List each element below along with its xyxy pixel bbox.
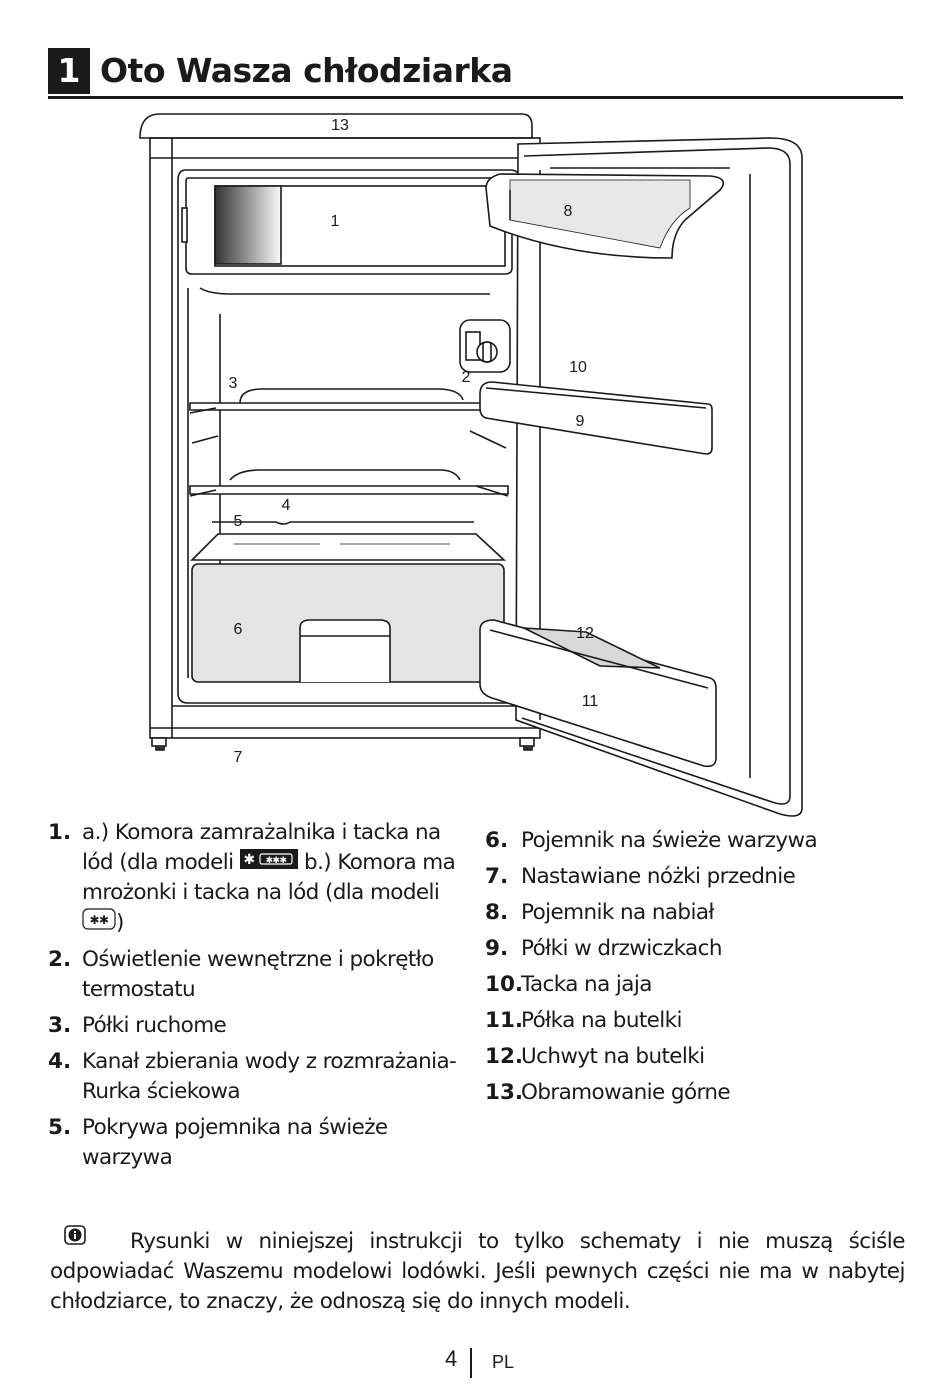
label-5: 5 bbox=[234, 513, 243, 530]
section-heading: 1 Oto Wasza chłodziarka bbox=[48, 46, 903, 99]
section-title: Oto Wasza chłodziarka bbox=[100, 51, 513, 90]
item-text: Obramowanie górne bbox=[521, 1080, 731, 1105]
label-1: 1 bbox=[331, 213, 340, 230]
list-item: 10. Tacka na jaja bbox=[485, 970, 915, 1000]
item-text-c: ) bbox=[116, 910, 124, 936]
item-number: 10. bbox=[485, 972, 524, 997]
item-number: 1. bbox=[48, 820, 72, 845]
item-text-b: b.) Komora ma mrożonki i tacka na lód (d… bbox=[82, 850, 456, 905]
shelf-2 bbox=[189, 485, 509, 495]
item-text: Tacka na jaja bbox=[521, 972, 652, 997]
footer-divider bbox=[470, 1348, 472, 1378]
crisper-cover bbox=[190, 533, 507, 561]
svg-text:✱: ✱ bbox=[243, 852, 254, 868]
parts-list-left: 1. a.) Komora zamrażalnika i tacka na ló… bbox=[48, 818, 468, 1179]
list-item: 2. Oświetlenie wewnętrzne i pokrętło ter… bbox=[48, 945, 468, 1005]
shelf-1 bbox=[189, 402, 509, 411]
language-code: PL bbox=[492, 1352, 515, 1372]
label-4: 4 bbox=[282, 497, 291, 514]
svg-text:✱✱✱: ✱✱✱ bbox=[265, 856, 286, 866]
item-number: 13. bbox=[485, 1080, 524, 1105]
item-text: Kanał zbierania wody z rozmrażania- Rurk… bbox=[82, 1049, 457, 1104]
info-icon bbox=[64, 1224, 86, 1245]
item-number: 3. bbox=[48, 1013, 72, 1038]
item-text: Pojemnik na świeże warzywa bbox=[521, 828, 818, 853]
note-text: Rysunki w niniejszej instrukcji to tylko… bbox=[50, 1229, 906, 1314]
list-item: 7. Nastawiane nóżki przednie bbox=[485, 862, 915, 892]
item-number: 12. bbox=[485, 1044, 524, 1069]
item-text: Półki ruchome bbox=[82, 1013, 227, 1038]
list-item: 1. a.) Komora zamrażalnika i tacka na ló… bbox=[48, 818, 468, 939]
list-item: 4. Kanał zbierania wody z rozmrażania- R… bbox=[48, 1047, 468, 1107]
item-number: 11. bbox=[485, 1008, 524, 1033]
page-footer: 4 PL bbox=[0, 1344, 950, 1384]
list-item: 5. Pokrywa pojemnika na świeże warzywa bbox=[48, 1113, 468, 1173]
label-9: 9 bbox=[576, 413, 585, 430]
item-number: 2. bbox=[48, 947, 72, 972]
item-text: Uchwyt na butelki bbox=[521, 1044, 705, 1069]
item-text: Nastawiane nóżki przednie bbox=[521, 864, 796, 889]
label-11: 11 bbox=[582, 693, 599, 710]
label-12: 12 bbox=[576, 625, 594, 642]
label-13: 13 bbox=[331, 117, 349, 134]
top-trim bbox=[139, 113, 533, 139]
item-number: 4. bbox=[48, 1049, 72, 1074]
label-2: 2 bbox=[462, 369, 471, 386]
parts-list-right: 6. Pojemnik na świeże warzywa 7. Nastawi… bbox=[485, 826, 915, 1114]
list-item: 13. Obramowanie górne bbox=[485, 1078, 915, 1108]
item-text: Pokrywa pojemnika na świeże warzywa bbox=[82, 1115, 388, 1170]
label-8: 8 bbox=[564, 203, 573, 220]
section-number: 1 bbox=[48, 48, 90, 94]
item-number: 9. bbox=[485, 936, 509, 961]
two-star-freezer-icon: ✱✱ bbox=[82, 908, 116, 939]
item-text: Pojemnik na nabiał bbox=[521, 900, 715, 925]
list-item: 6. Pojemnik na świeże warzywa bbox=[485, 826, 915, 856]
label-3: 3 bbox=[229, 375, 238, 392]
item-number: 6. bbox=[485, 828, 509, 853]
item-number: 5. bbox=[48, 1115, 72, 1140]
list-item: 3. Półki ruchome bbox=[48, 1011, 468, 1041]
info-note: Rysunki w niniejszej instrukcji to tylko… bbox=[50, 1224, 906, 1317]
label-6: 6 bbox=[234, 621, 243, 638]
item-text: Półki w drzwiczkach bbox=[521, 936, 722, 961]
item-number: 8. bbox=[485, 900, 509, 925]
three-star-freezer-icon: ✱ ✱✱✱ bbox=[239, 848, 298, 878]
list-item: 9. Półki w drzwiczkach bbox=[485, 934, 915, 964]
list-item: 11. Półka na butelki bbox=[485, 1006, 915, 1036]
svg-text:✱✱: ✱✱ bbox=[90, 913, 109, 927]
page-number: 4 bbox=[445, 1346, 458, 1371]
item-text: Półka na butelki bbox=[521, 1008, 683, 1033]
list-item: 12. Uchwyt na butelki bbox=[485, 1042, 915, 1072]
bottle-shelf bbox=[479, 619, 717, 768]
item-text-a: a.) Komora zamrażalnika i tacka na lód (… bbox=[82, 820, 441, 875]
item-text: Oświetlenie wewnętrzne i pokrętło termos… bbox=[82, 947, 434, 1002]
fridge-diagram: 13 1 8 10 3 2 9 4 5 6 12 11 7 bbox=[130, 108, 820, 818]
item-number: 7. bbox=[485, 864, 509, 889]
drain-channel bbox=[212, 521, 474, 525]
label-10: 10 bbox=[569, 359, 587, 376]
door-shelf bbox=[479, 381, 713, 455]
list-item: 8. Pojemnik na nabiał bbox=[485, 898, 915, 928]
label-7: 7 bbox=[234, 749, 243, 766]
